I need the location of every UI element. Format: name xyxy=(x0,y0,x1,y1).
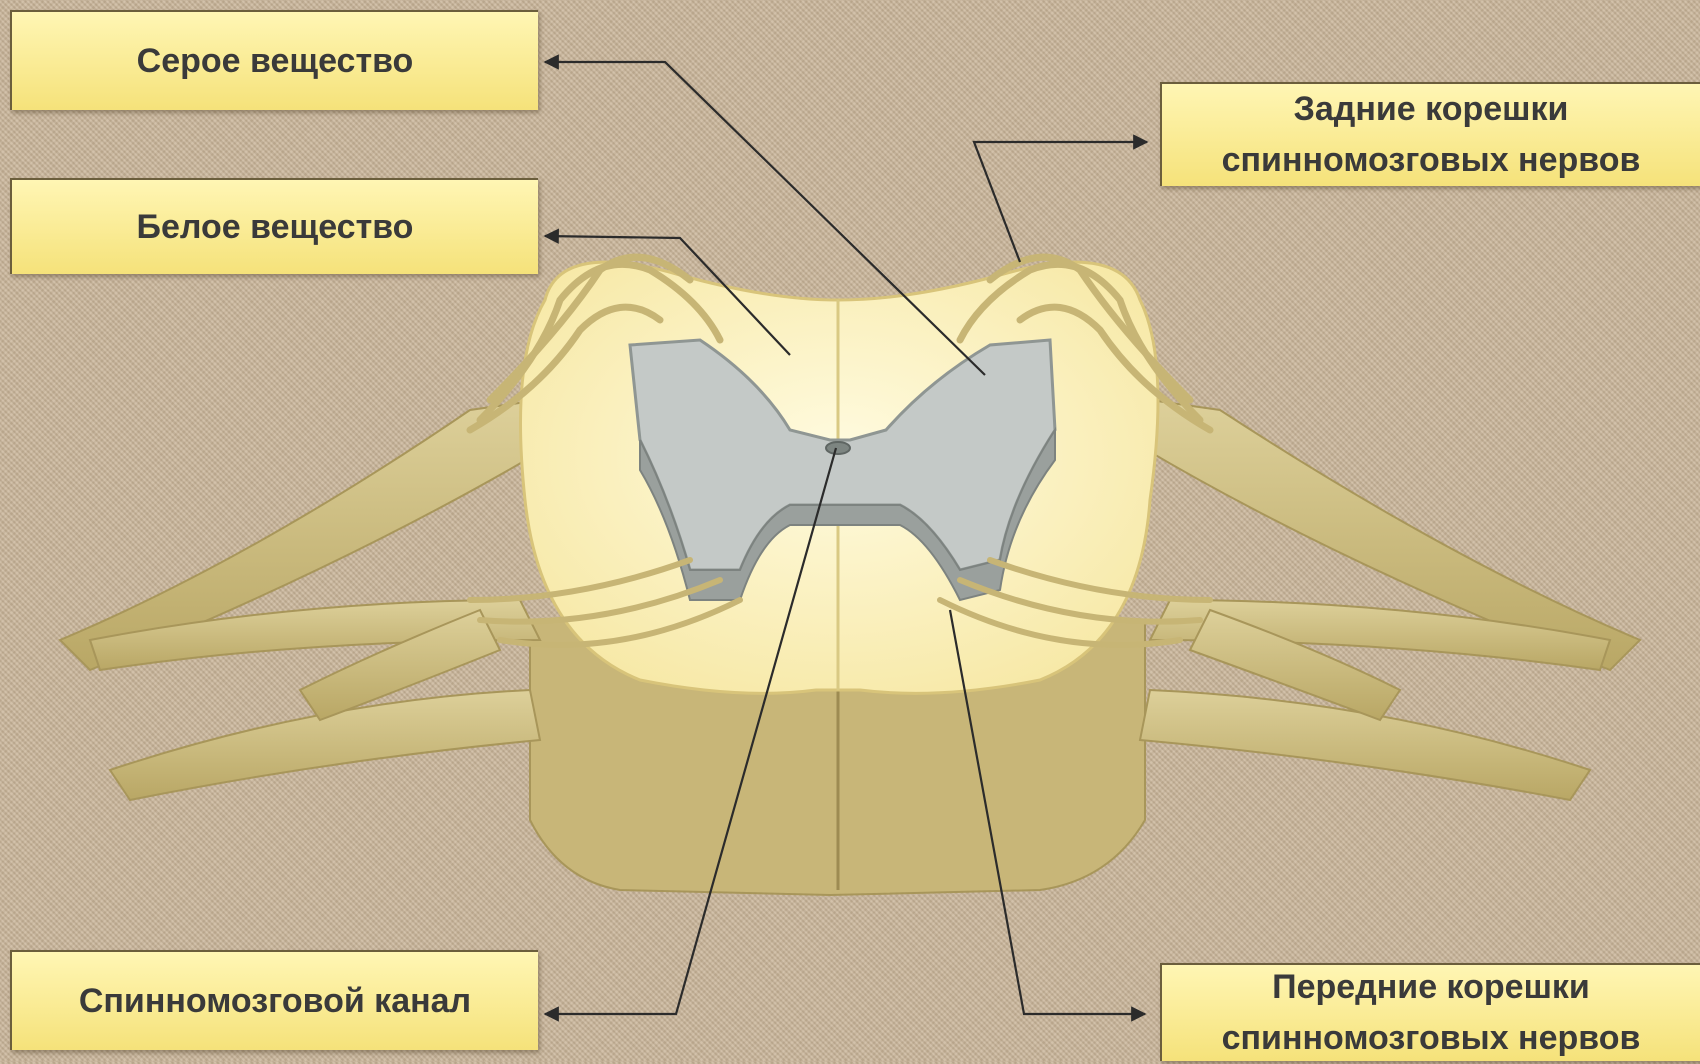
central-canal-label-text: Спинномозговой канал xyxy=(79,976,471,1027)
leader-dorsal-roots xyxy=(974,142,1147,262)
ventral-roots-label-line-1: Передние корешки xyxy=(1272,962,1590,1013)
dorsal-roots-label-line-2: спинномозговых нервов xyxy=(1222,135,1641,186)
central-canal-label: Спинномозговой канал xyxy=(10,950,538,1050)
gray-matter-label: Серое вещество xyxy=(10,10,538,110)
central-canal xyxy=(826,442,850,454)
gray-matter-label-text: Серое вещество xyxy=(137,36,414,87)
ventral-roots-label-line-2: спинномозговых нервов xyxy=(1222,1013,1641,1064)
dorsal-roots-label: Задние корешки спинномозговых нервов xyxy=(1160,82,1700,186)
white-matter-label: Белое вещество xyxy=(10,178,538,274)
ventral-roots-label: Передние корешки спинномозговых нервов xyxy=(1160,963,1700,1061)
dorsal-roots-label-line-1: Задние корешки xyxy=(1294,84,1569,135)
white-matter-label-text: Белое вещество xyxy=(137,202,414,253)
